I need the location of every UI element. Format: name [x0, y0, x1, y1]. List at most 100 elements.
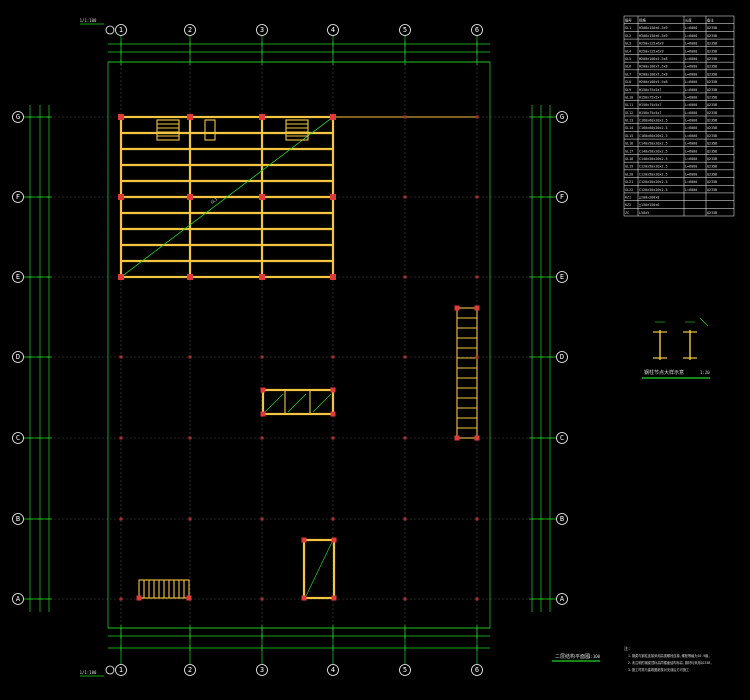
column-marker: [330, 114, 336, 120]
column-marker: [475, 115, 479, 119]
axis-label: C: [560, 434, 564, 442]
column-marker: [119, 436, 123, 440]
ref-bubble-top: [105, 25, 115, 35]
column-marker: [403, 517, 407, 521]
axis-label: F: [560, 193, 564, 201]
table-row-1-cell-3: Q235B: [707, 26, 717, 30]
table-row-4-cell-2: L=6000: [685, 49, 697, 53]
axis-circle: [256, 664, 268, 676]
axis-bubble-row-C-left: C: [12, 432, 24, 444]
column-marker: [260, 597, 264, 601]
ref-label-top: 1/1:100: [80, 18, 97, 23]
axis-bubble-col-4-bottom: 4: [327, 664, 339, 676]
table-row-11-cell-0: GL11: [625, 103, 633, 107]
table-row-4-cell-1: H250x125x6x9: [639, 49, 664, 53]
table-row-17-cell-2: L=6000: [685, 149, 697, 153]
table-row-14-cell-0: GL14: [625, 126, 633, 130]
table-row-7-cell-1: H200x100x5.5x8: [639, 72, 668, 76]
column-marker: [301, 537, 307, 543]
table-row-12-cell-1: H150x75x5x7: [639, 111, 661, 115]
axis-label: C: [16, 434, 20, 442]
axis-label: D: [16, 353, 20, 361]
ref-label-bottom: 1/1:100: [80, 670, 97, 675]
column-marker: [260, 387, 266, 393]
axis-circle: [399, 664, 411, 676]
axis-circle: [556, 271, 568, 283]
axis-circle: [12, 593, 24, 605]
table-row-2-cell-1: H300x150x6.5x9: [639, 34, 668, 38]
table-row-15-cell-3: Q235B: [707, 134, 717, 138]
column-marker: [474, 435, 480, 441]
table-row-15-cell-2: L=6000: [685, 134, 697, 138]
table-row-4-cell-3: Q235B: [707, 49, 717, 53]
column-marker: [260, 436, 264, 440]
axis-bubble-col-1-bottom: 1: [115, 664, 127, 676]
table-row-11-cell-2: L=6000: [685, 103, 697, 107]
detail-scale: 1:20: [700, 370, 710, 375]
table-row-21-cell-1: C120x50x20x2.5: [639, 180, 668, 184]
table-row-2-cell-0: GL2: [625, 34, 631, 38]
ref-bubble-bottom: [105, 665, 115, 675]
table-row-19-cell-3: Q235B: [707, 165, 717, 169]
table-row-15-cell-1: C160x60x20x2.5: [639, 134, 668, 138]
stair-outline: [456, 307, 478, 439]
table-row-5-cell-3: Q235B: [707, 57, 717, 61]
axis-label: A: [560, 595, 565, 603]
table-row-21-cell-3: Q235B: [707, 180, 717, 184]
bracing-diagonal: [120, 116, 334, 278]
axis-label: B: [16, 515, 20, 523]
axis-label: D: [560, 353, 564, 361]
axis-bubble-col-5-top: 5: [399, 24, 411, 36]
frame-dc-brace: [287, 393, 307, 413]
table-row-19-cell-0: GL19: [625, 165, 633, 169]
axis-circle: [556, 111, 568, 123]
axis-circle: [184, 664, 196, 676]
column-marker: [259, 274, 265, 280]
table-row-13-cell-2: L=6000: [685, 119, 697, 123]
axis-bubble-col-2-top: 2: [184, 24, 196, 36]
table-row-20-cell-2: L=6000: [685, 172, 697, 176]
table-row-17-cell-1: C140x50x20x2.5: [639, 149, 668, 153]
table-header-cell-1: 规格: [639, 18, 646, 23]
table-row-1-cell-2: L=6000: [685, 26, 697, 30]
axis-label: E: [16, 273, 20, 281]
table-row-10-cell-1: H150x75x5x7: [639, 95, 661, 99]
table-row-21-cell-2: L=6000: [685, 180, 697, 184]
column-marker: [454, 435, 460, 441]
table-row-3-cell-1: H250x125x6x9: [639, 42, 664, 46]
axis-circle: [115, 24, 127, 36]
table-row-6-cell-0: GL6: [625, 65, 631, 69]
table-row-18-cell-1: C140x50x20x2.5: [639, 157, 668, 161]
column-marker: [188, 436, 192, 440]
axis-bubble-row-E-left: E: [12, 271, 24, 283]
axis-bubble-row-F-left: F: [12, 191, 24, 203]
axis-bubble-row-G-right: G: [556, 111, 568, 123]
axis-circle: [12, 191, 24, 203]
axis-bubble-row-A-right: A: [556, 593, 568, 605]
table-row-13-cell-0: GL13: [625, 119, 633, 123]
table-row-5-cell-2: L=6000: [685, 57, 697, 61]
column-marker: [330, 194, 336, 200]
table-row-22-cell-0: GL22: [625, 188, 633, 192]
axis-circle: [12, 432, 24, 444]
table-row-22-cell-3: Q235B: [707, 188, 717, 192]
table-row-12-cell-0: GL12: [625, 111, 633, 115]
column-marker: [119, 517, 123, 521]
axis-label: B: [560, 515, 564, 523]
axis-bubble-col-1-top: 1: [115, 24, 127, 36]
table-row-9-cell-2: L=6000: [685, 88, 697, 92]
axis-bubble-col-6-bottom: 6: [471, 664, 483, 676]
frame-dc: [261, 388, 335, 416]
axis-label: 2: [188, 26, 192, 34]
axis-circle: [556, 593, 568, 605]
table-row-17-cell-0: GL17: [625, 149, 633, 153]
column-marker: [260, 517, 264, 521]
column-marker: [136, 595, 142, 601]
column-marker: [119, 355, 123, 359]
axis-bubble-row-A-left: A: [12, 593, 24, 605]
table-row-16-cell-1: C140x50x20x2.5: [639, 142, 668, 146]
table-row-12-cell-3: Q235B: [707, 111, 717, 115]
axis-bubble-col-4-top: 4: [327, 24, 339, 36]
column-marker: [403, 355, 407, 359]
table-row-22-cell-2: L=6000: [685, 188, 697, 192]
